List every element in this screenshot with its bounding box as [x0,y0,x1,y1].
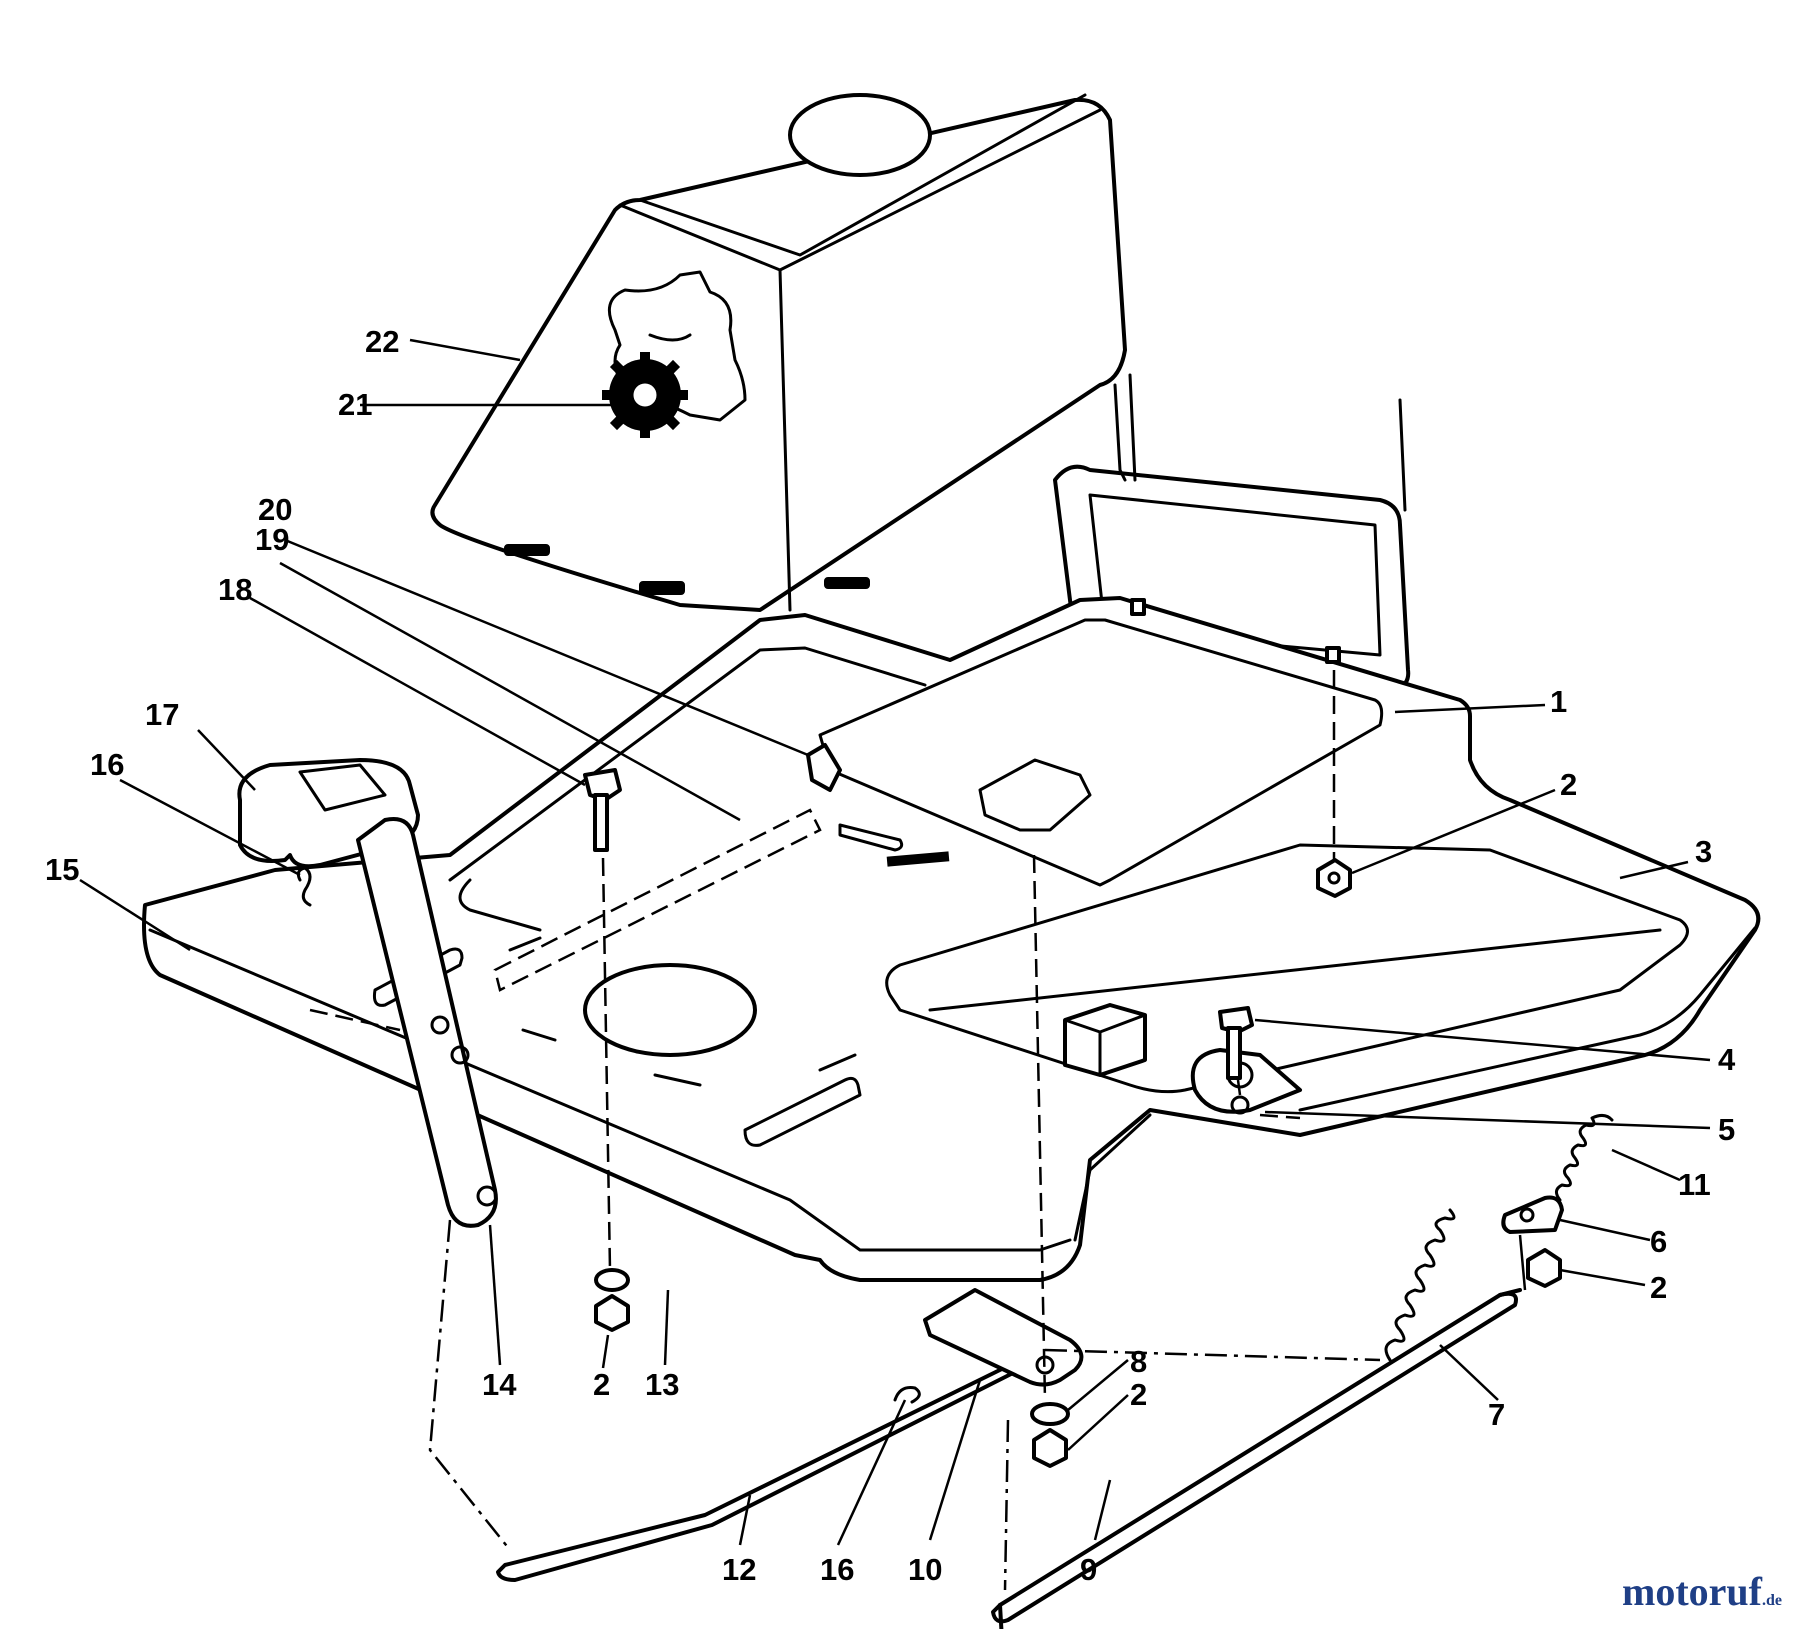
callout-12: 12 [722,1552,756,1587]
linkage-rods [496,1195,1564,1629]
deck-body [142,596,1761,1282]
callout-17: 17 [145,697,179,732]
hood [430,93,1127,612]
callout-7: 7 [1488,1397,1505,1432]
watermark-suffix: .de [1762,1592,1782,1609]
callout-9: 9 [1080,1552,1097,1587]
hardware [296,598,1562,1468]
callout-16-top: 16 [90,747,124,782]
callout-3: 3 [1695,834,1712,869]
callout-2-right: 2 [1650,1270,1667,1305]
emblem-gear [602,352,688,438]
callout-10: 10 [908,1552,942,1587]
callout-22: 22 [365,324,399,359]
callout-5: 5 [1718,1112,1735,1147]
pedal-assembly [237,758,498,1228]
callout-16-bottom: 16 [820,1552,854,1587]
assembly-lines [309,670,1381,1591]
callout-6: 6 [1650,1224,1667,1259]
watermark-text: motoruf [1622,1569,1762,1614]
watermark-logo: motoruf.de [1622,1568,1782,1615]
leader-lines [79,338,1711,1546]
callout-18: 18 [218,572,252,607]
callout-15: 15 [45,852,79,887]
callout-14: 14 [482,1367,517,1402]
callout-1: 1 [1550,684,1567,719]
springs [1384,1113,1614,1362]
callout-2-top: 2 [1560,767,1577,802]
callout-19: 19 [255,522,289,557]
callout-2-left: 2 [593,1367,610,1402]
callout-20: 20 [258,492,292,527]
callout-8: 8 [1130,1344,1147,1379]
callout-21: 21 [338,387,372,422]
callout-labels: 22 21 20 19 18 17 16 15 1 2 3 4 5 11 6 2… [45,324,1736,1587]
callout-2-center: 2 [1130,1377,1147,1412]
callout-4: 4 [1718,1042,1736,1077]
callout-11: 11 [1678,1167,1711,1202]
callout-13: 13 [645,1367,679,1402]
